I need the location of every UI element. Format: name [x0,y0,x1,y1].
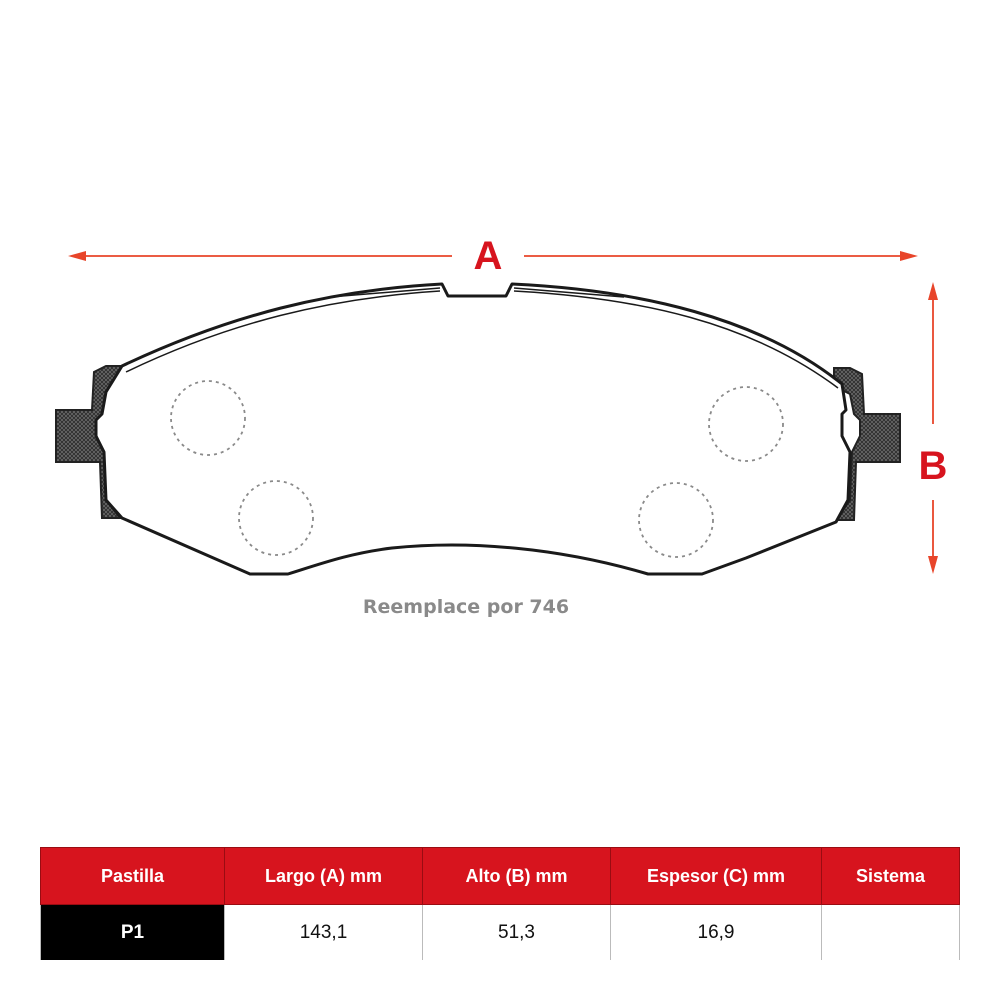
dashed-circles [170,380,784,558]
dimension-b-arrow [928,282,938,574]
right-mounting-ear [833,367,901,521]
brake-pad-outline [94,282,852,576]
dimension-b-label: B [919,444,948,488]
top-edge-segments [125,287,839,389]
replacement-note: Reemplace por 746 [363,596,569,618]
table-row: P1 143,1 51,3 16,9 [40,904,960,960]
cell-alto: 51,3 [422,904,611,960]
dimension-a-label: A [474,234,503,278]
cell-espesor: 16,9 [610,904,822,960]
cell-sistema [821,904,960,960]
header-largo: Largo (A) mm [224,847,423,905]
header-alto: Alto (B) mm [422,847,611,905]
brake-pad-diagram: A B [55,234,948,618]
cell-pastilla: P1 [40,904,225,960]
cell-largo: 143,1 [224,904,423,960]
header-pastilla: Pastilla [40,847,225,905]
header-espesor: Espesor (C) mm [610,847,822,905]
dimension-a-arrow [68,251,918,261]
specifications-table: Pastilla Largo (A) mm Alto (B) mm Espeso… [40,847,960,960]
table-header-row: Pastilla Largo (A) mm Alto (B) mm Espeso… [40,847,960,905]
header-sistema: Sistema [821,847,960,905]
